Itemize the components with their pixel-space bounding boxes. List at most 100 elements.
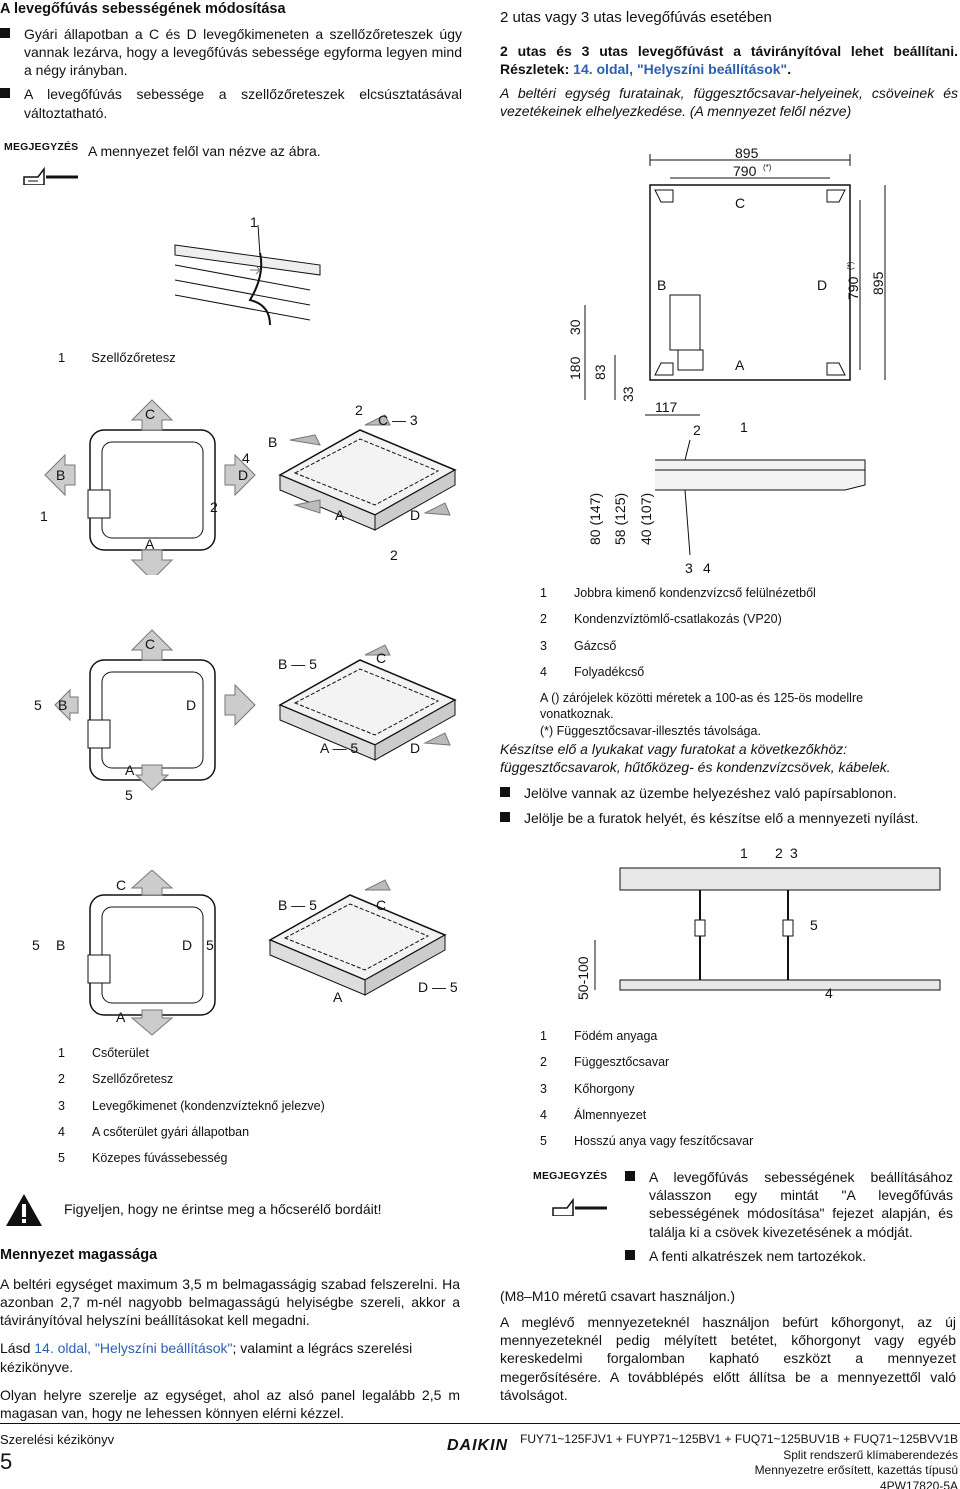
svg-text:D: D	[186, 697, 196, 713]
svg-text:2: 2	[693, 422, 701, 438]
airflow-diagram-row-3: C A B 5 D 5 B — 5 C A D — 5	[32, 870, 458, 1036]
svg-text:D: D	[410, 507, 420, 523]
svg-text:3: 3	[790, 845, 798, 861]
svg-text:5: 5	[125, 787, 133, 803]
daikin-logo: DAIKIN	[447, 1437, 509, 1454]
svg-text:790: 790	[733, 163, 757, 179]
footer-page-number: 5	[0, 1449, 13, 1474]
svg-text:117: 117	[655, 399, 678, 415]
svg-text:B: B	[56, 937, 65, 953]
section-heading: Mennyezet magassága	[0, 1247, 158, 1263]
dims-note: A () zárójelek közötti méretek a 100-as …	[540, 691, 864, 722]
svg-text:C: C	[376, 650, 386, 666]
bullet-item: A levegőfúvás sebessége a szellőzőretesz…	[0, 85, 462, 121]
note-badge: MEGJEGYZÉS	[4, 141, 79, 153]
hanger-bolt-diagram: 1 2 3 5 4 50-100	[575, 845, 941, 1001]
svg-text:58 (125): 58 (125)	[612, 493, 628, 545]
left-top-section: A levegőfúvás sebességének módosítása Gy…	[0, 0, 462, 122]
note-box: MEGJEGYZÉS	[4, 141, 82, 189]
label-c: C	[145, 406, 155, 422]
svg-text:A: A	[335, 507, 345, 523]
svg-text:B: B	[58, 697, 67, 713]
label-b: B	[56, 467, 65, 483]
svg-text:80 (147): 80 (147)	[587, 493, 603, 545]
callout-number: 1	[250, 214, 258, 230]
svg-text:5: 5	[206, 937, 214, 953]
louver-detail-figure	[174, 225, 321, 326]
svg-text:2: 2	[390, 547, 398, 563]
svg-text:A: A	[333, 989, 343, 1005]
svg-text:A: A	[116, 1009, 126, 1025]
footer-manual: Szerelési kézikönyv	[0, 1432, 115, 1447]
svg-text:5: 5	[34, 697, 42, 713]
page-link[interactable]: 14. oldal, "Helyszíni beállítások"	[34, 1340, 233, 1357]
svg-text:D: D	[817, 277, 827, 293]
svg-text:895: 895	[870, 271, 886, 295]
airflow-diagram-row-1: C A B D 1 2 B 4 2 C — 3 A D 2	[40, 399, 457, 575]
ceiling-section: Mennyezet magassága A beltéri egységet m…	[0, 1247, 460, 1421]
svg-text:A: A	[125, 762, 135, 778]
page-link[interactable]: 14. oldal, "Helyszíni beállítások"	[573, 60, 788, 77]
bullet-item: Gyári állapotban a C és D levegőkimenete…	[0, 25, 462, 80]
section-heading: A levegőfúvás sebességének módosítása	[0, 1, 286, 17]
svg-text:4: 4	[703, 560, 711, 576]
svg-text:1: 1	[740, 419, 748, 435]
section-heading: 2 utas vagy 3 utas levegőfúvás esetében	[500, 9, 772, 26]
warning-triangle-icon	[6, 1194, 42, 1226]
pointing-hand-icon	[552, 1197, 607, 1217]
svg-text:B: B	[268, 434, 277, 450]
bullet-item: Jelölve vannak az üzembe helyezéshez val…	[500, 784, 958, 802]
svg-text:4: 4	[242, 450, 250, 466]
svg-text:D: D	[182, 937, 192, 953]
svg-text:50-100: 50-100	[575, 956, 591, 1000]
bullet-item: A fenti alkatrészek nem tartozékok.	[625, 1247, 953, 1265]
pointing-hand-icon	[23, 166, 78, 186]
svg-text:5: 5	[810, 917, 818, 933]
svg-text:B: B	[657, 277, 666, 293]
note-badge: MEGJEGYZÉS	[533, 1170, 608, 1182]
bolt-note: (M8–M10 méretű csavart használjon.)	[500, 1288, 735, 1304]
right-top-section: 2 utas vagy 3 utas levegőfúvás esetében …	[500, 9, 958, 120]
svg-text:B — 5: B — 5	[278, 656, 317, 672]
footer-model-info: FUY71~125FJV1 + FUYP71~125BV1 + FUQ71~12…	[520, 1432, 958, 1489]
prep-section: Készítse elő a lyukakat vagy furatokat a…	[500, 740, 958, 827]
bullet-square-icon	[500, 787, 510, 798]
svg-text:790: 790	[845, 276, 861, 300]
note-text: A mennyezet felől van nézve az ábra.	[88, 143, 321, 159]
svg-text:2: 2	[775, 845, 783, 861]
label-d: D	[238, 467, 248, 483]
svg-text:(*): (*)	[763, 163, 772, 172]
svg-text:1: 1	[40, 508, 48, 524]
bullet-item: Jelölje be a furatok helyét, és készítse…	[500, 809, 958, 827]
svg-text:2: 2	[355, 402, 363, 418]
svg-text:895: 895	[735, 145, 759, 161]
svg-text:C: C	[735, 195, 745, 211]
bullet-square-icon	[0, 88, 10, 99]
svg-text:C: C	[145, 636, 155, 652]
svg-text:A — 5: A — 5	[320, 740, 358, 756]
svg-text:D — 5: D — 5	[418, 979, 458, 995]
svg-text:D: D	[410, 740, 420, 756]
warning-text: Figyeljen, hogy ne érintse meg a hőcseré…	[64, 1201, 382, 1217]
bullet-square-icon	[500, 811, 510, 822]
fig1-legend: 1 Szellőzőretesz	[58, 350, 176, 365]
svg-text:30: 30	[567, 319, 583, 335]
svg-text:(*): (*)	[846, 261, 855, 270]
svg-text:B — 5: B — 5	[278, 897, 317, 913]
note-box: MEGJEGYZÉS	[533, 1170, 611, 1220]
bullet-item: A levegőfúvás sebességének beállításához…	[625, 1168, 953, 1241]
